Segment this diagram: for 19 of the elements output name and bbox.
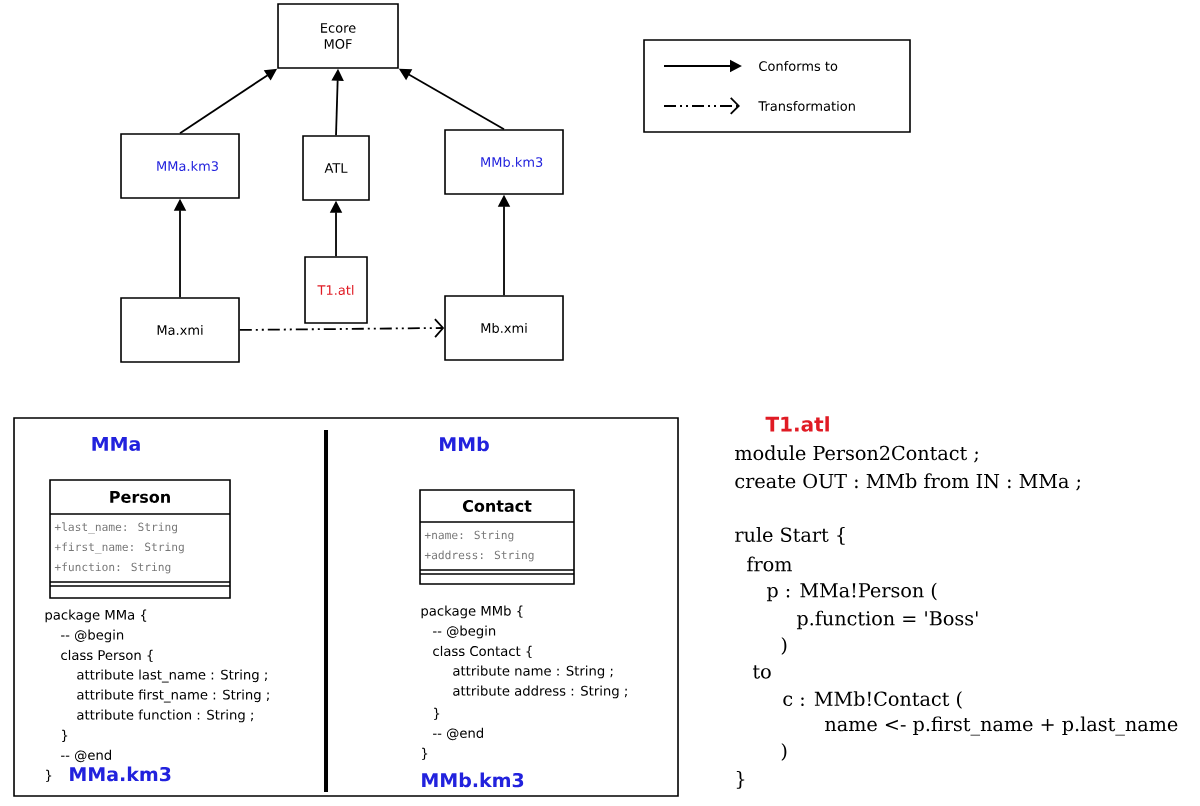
code-line: )	[781, 743, 787, 761]
code-line: c : MMb!Contact (	[783, 691, 962, 709]
panel-frame	[13, 417, 679, 797]
code-line: from	[747, 556, 792, 572]
code-line: p : MMa!Person (	[766, 582, 937, 602]
code-line: name <- p.first_name + p.last_name	[825, 716, 1178, 736]
code-line: rule Start {	[735, 527, 845, 545]
file-name: T1.atl	[765, 416, 829, 432]
code-line: )	[781, 637, 787, 655]
code-line: p.function = 'Boss'	[796, 610, 978, 630]
arrow	[238, 318, 445, 338]
file-name: MMb.km3	[422, 772, 524, 788]
code-line: to	[752, 665, 771, 679]
code-line: module Person2Contact ;	[735, 445, 978, 463]
panel-title: MMb	[440, 436, 489, 452]
code-line: create OUT : MMb from IN : MMa ;	[735, 473, 1080, 491]
file-name: MMa.km3	[70, 766, 171, 782]
panel-title: MMa	[92, 436, 140, 452]
code-line: }	[736, 771, 745, 789]
